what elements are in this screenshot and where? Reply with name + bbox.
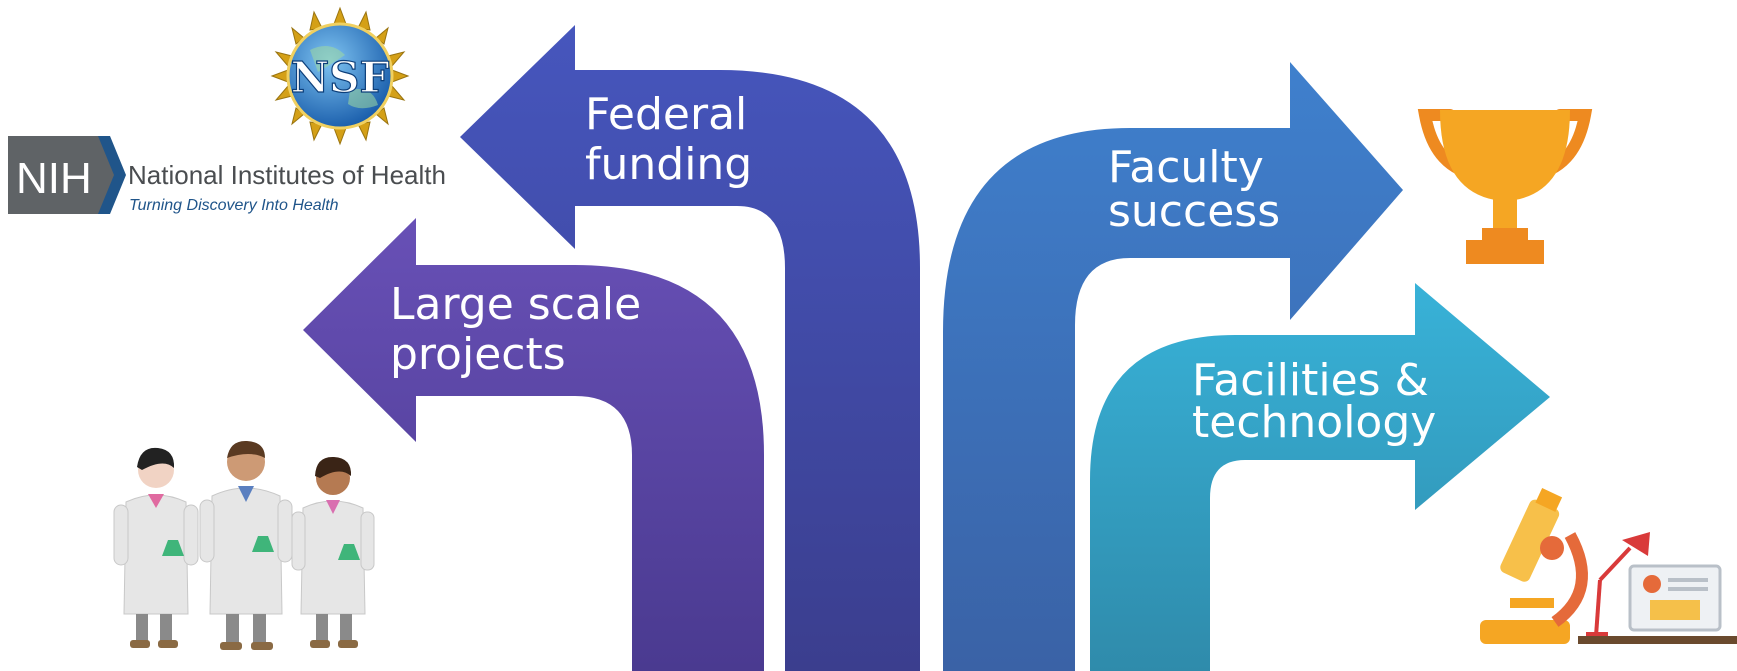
- nih-badge-text: NIH: [16, 154, 92, 203]
- microscope-icon: [1480, 488, 1588, 644]
- nih-name-text: National Institutes of Health: [128, 160, 446, 190]
- facilities-arrow: [1090, 283, 1550, 671]
- nih-logo: NIH National Institutes of Health Turnin…: [8, 136, 446, 214]
- faculty-success-label: Faculty success: [1108, 142, 1281, 237]
- nsf-logo-text: NSF: [291, 53, 390, 102]
- laptop-icon: [1628, 564, 1722, 632]
- nih-tagline-text: Turning Discovery Into Health: [129, 197, 339, 214]
- scientists-illustration: [113, 440, 375, 650]
- faculty-success-arrow: [943, 62, 1403, 671]
- trophy-icon: [1417, 109, 1593, 264]
- scientist-left: [113, 447, 199, 648]
- scientist-center: [199, 440, 293, 650]
- desk-surface: [1578, 636, 1737, 644]
- federal-funding-arrow: [460, 25, 920, 671]
- large-scale-label: Large scale projects: [390, 279, 642, 380]
- facilities-label: Facilities & technology: [1192, 355, 1437, 448]
- federal-funding-label: Federal funding: [585, 89, 753, 190]
- desk-lamp-icon: [1586, 532, 1650, 638]
- scientist-right: [291, 456, 375, 648]
- lab-equipment-illustration: [1480, 488, 1737, 644]
- nsf-logo: NSF: [270, 6, 410, 146]
- large-scale-arrow: [303, 218, 764, 671]
